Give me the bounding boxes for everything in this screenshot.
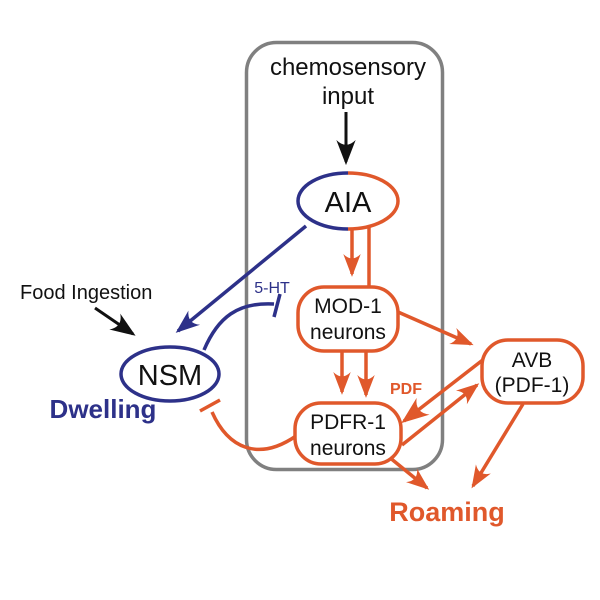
node-nsm: NSM bbox=[119, 345, 221, 403]
avb-box bbox=[480, 338, 585, 405]
chemosensory-container-box bbox=[244, 40, 445, 472]
edge-avb-to-pdfr1-pdf bbox=[401, 357, 486, 424]
node-mod1: MOD-1 neurons bbox=[296, 285, 400, 353]
aia-ellipse-left-half bbox=[296, 171, 349, 231]
edge-mod1-to-avb bbox=[397, 310, 474, 346]
pdf-label: PDF bbox=[390, 381, 422, 398]
mod1-box bbox=[296, 285, 400, 353]
pdfr1-box bbox=[293, 401, 403, 466]
edge-aia-to-nsm bbox=[175, 224, 308, 333]
inhibition-tbar-pdfr1-nsm bbox=[199, 398, 221, 413]
serotonin-label: 5-HT bbox=[254, 280, 290, 297]
chemosensory-label-line1: chemosensory bbox=[270, 54, 426, 81]
avb-label-line1: AVB bbox=[512, 349, 552, 372]
edge-pdfr1-to-avb bbox=[400, 383, 480, 447]
roaming-label: Roaming bbox=[389, 497, 505, 527]
aia-ellipse-right-half bbox=[347, 171, 400, 231]
avb-label-line2: (PDF-1) bbox=[495, 374, 570, 397]
nsm-ellipse bbox=[119, 345, 221, 403]
inhibition-tbar-5ht bbox=[272, 293, 282, 318]
edge-pdfr1-to-nsm-inhibition bbox=[210, 411, 297, 452]
node-aia: AIA bbox=[296, 171, 400, 231]
aia-label: AIA bbox=[325, 187, 372, 219]
chemosensory-label-line2: input bbox=[322, 83, 374, 110]
mod1-label-line1: MOD-1 bbox=[314, 295, 382, 318]
mod1-label-line2: neurons bbox=[310, 321, 386, 344]
edge-pdfr1-to-roaming bbox=[387, 455, 430, 490]
node-avb: AVB (PDF-1) bbox=[480, 338, 585, 405]
arrow-food-ingestion-to-nsm bbox=[94, 306, 136, 336]
dwelling-label: Dwelling bbox=[50, 394, 157, 424]
edge-nsm-to-mod1-5ht bbox=[202, 302, 275, 351]
pdfr1-label-line1: PDFR-1 bbox=[310, 411, 386, 434]
pdfr1-label-line2: neurons bbox=[310, 437, 386, 460]
food-ingestion-label: Food Ingestion bbox=[20, 282, 152, 304]
edge-avb-to-roaming bbox=[471, 403, 525, 489]
node-pdfr1: PDFR-1 neurons bbox=[293, 401, 403, 466]
nsm-label: NSM bbox=[138, 360, 202, 392]
